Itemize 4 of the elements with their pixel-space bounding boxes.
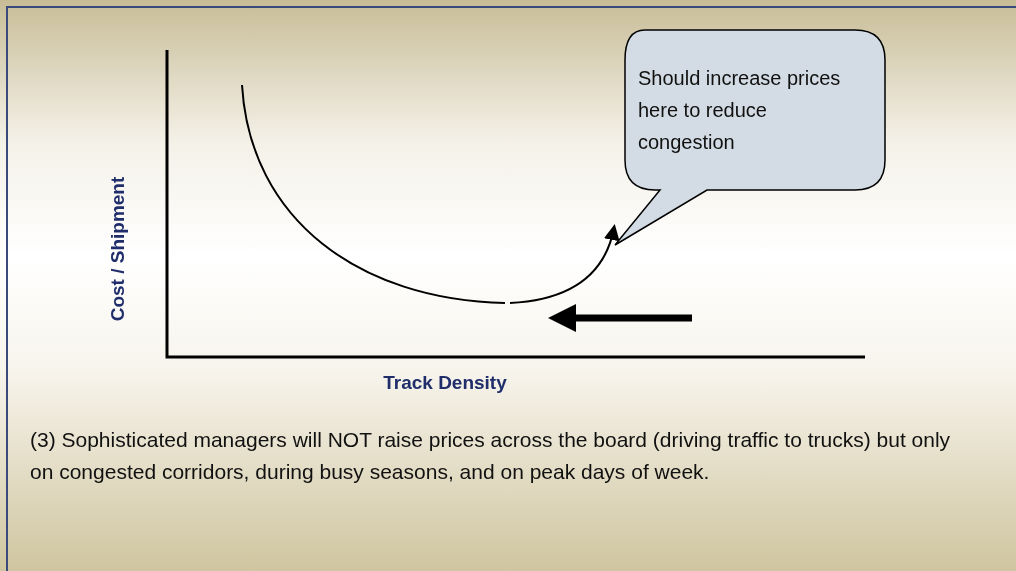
axis-label: Cost / Shipment xyxy=(107,175,129,324)
caption: (3) Sophisticated managers will NOT raise prices across the board (driving traffic to trucks) but only on congested corridors, during busy seasons, and on peak days of week. xyxy=(30,427,952,485)
callout-text: Should increase prices here to reduce congestion xyxy=(638,66,842,155)
axis-label: Track Density xyxy=(382,372,508,394)
